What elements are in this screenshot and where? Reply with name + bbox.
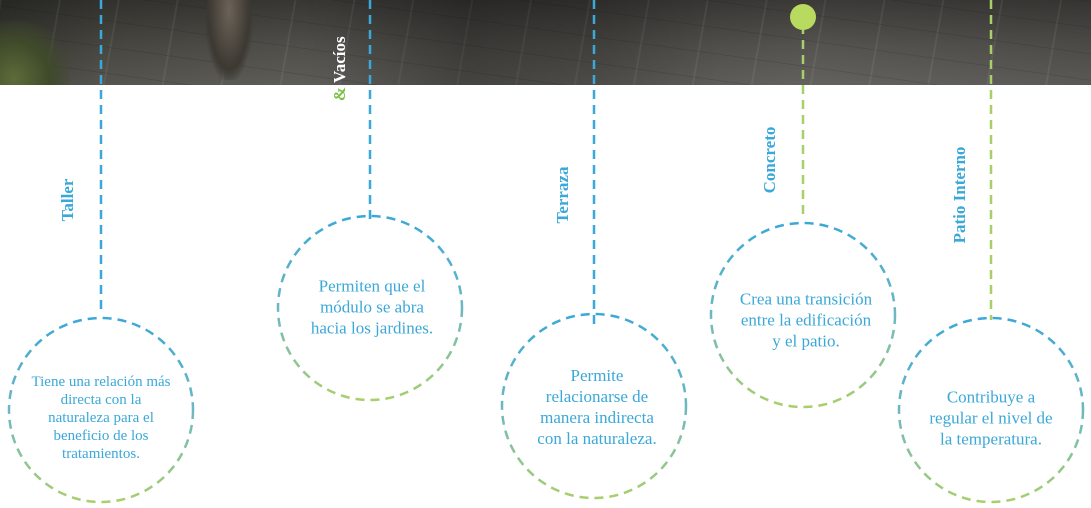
- courtyard-photo-band: [0, 0, 1091, 85]
- shadow-area: [300, 0, 720, 85]
- desc-llenos: Permiten que el módulo se abra hacia los…: [310, 276, 434, 338]
- label-concreto: Concreto: [760, 126, 779, 194]
- desc-taller: Tiene una relación más directa con la na…: [31, 374, 171, 462]
- desc-patio: Contribuye a regular el nivel de la temp…: [929, 387, 1053, 449]
- circle-patio: [897, 316, 1085, 504]
- node-dot-concreto: [790, 4, 816, 30]
- desc-terraza: Permite relacionarse de manera indirecta…: [537, 366, 657, 448]
- person-figure: [205, 0, 253, 80]
- circle-taller: [7, 316, 195, 504]
- label-taller: Taller: [58, 178, 77, 222]
- label-terraza: Terraza: [553, 166, 572, 224]
- label-llenos-part-2: Vacíos: [330, 36, 349, 87]
- circle-concreto: [709, 221, 897, 409]
- label-llenos-ampersand: &: [330, 86, 349, 102]
- circle-llenos: [276, 214, 464, 402]
- label-patio-interno: Patio Interno: [950, 146, 969, 244]
- paving-texture: [0, 0, 1091, 85]
- grass-patch: [0, 20, 70, 85]
- desc-concreto: Crea una transición entre la edificación…: [739, 289, 873, 351]
- label-llenos-part-1: Llenos: [330, 101, 349, 154]
- circle-terraza: [500, 312, 688, 500]
- label-llenos-vacios: Llenos & Vacíos: [330, 36, 350, 153]
